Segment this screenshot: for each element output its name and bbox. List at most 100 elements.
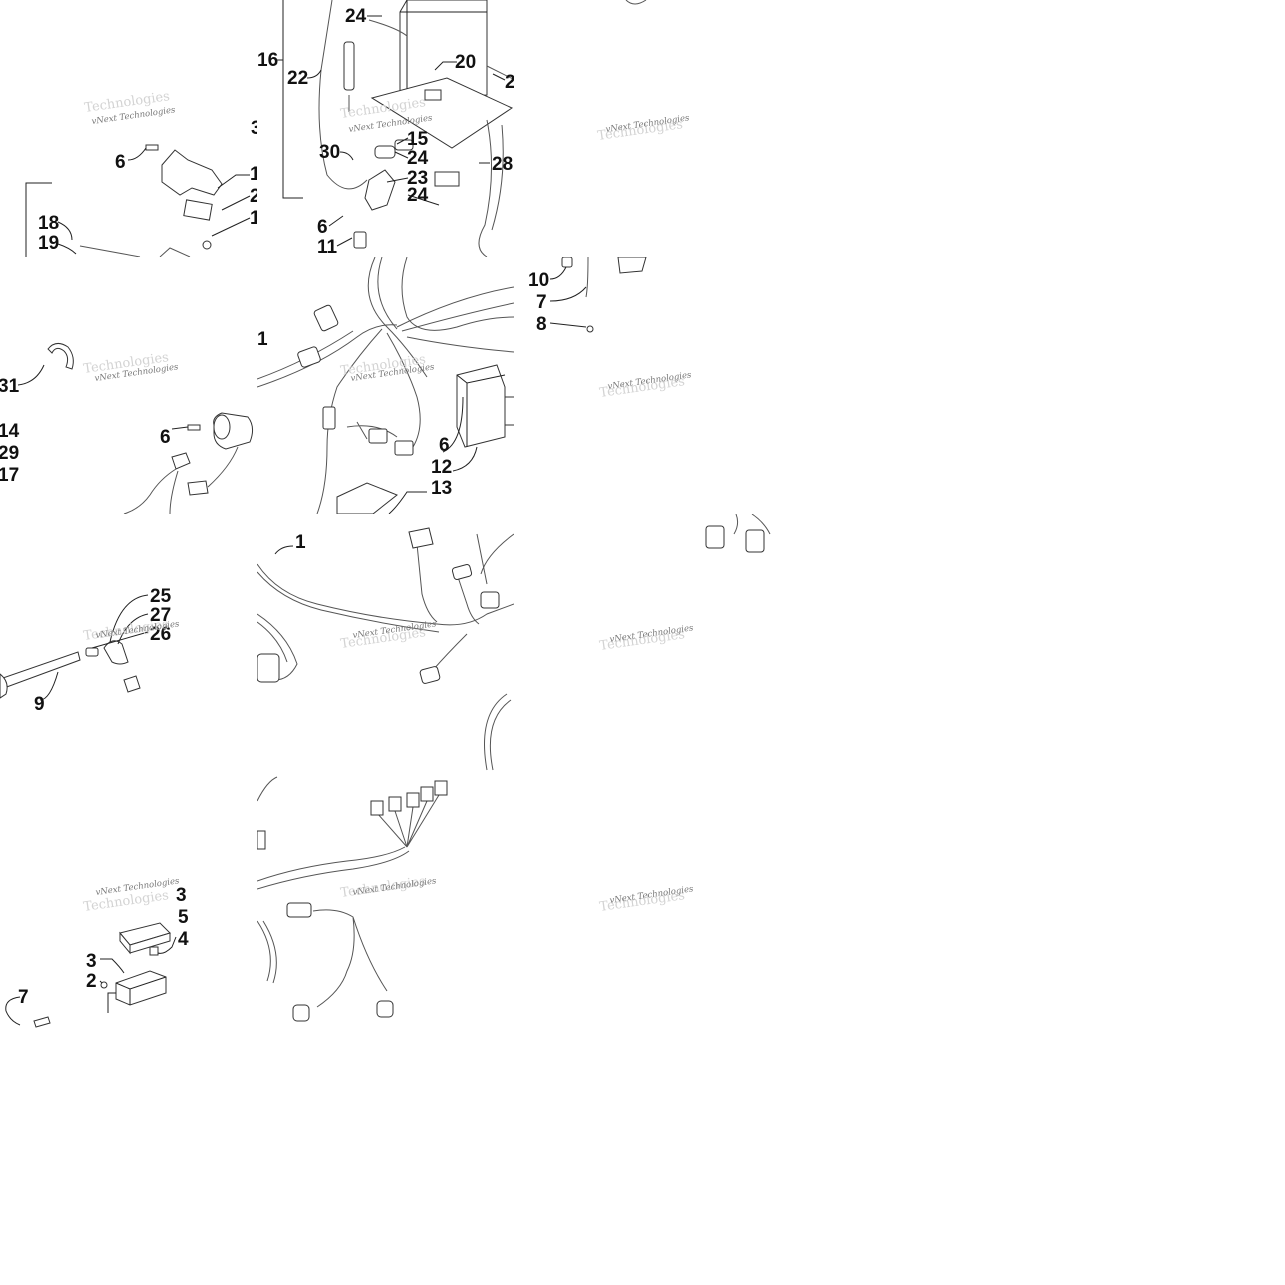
callout-label: 3 [251,118,257,139]
callout-label: 17 [0,465,19,486]
callout-label: 3 [86,951,97,972]
leader-line [549,286,587,302]
connector-part [705,525,725,549]
leader-line [306,69,322,79]
bracket-part [107,992,116,1013]
leader-line [549,322,587,328]
callout-label: 1 [295,532,306,553]
diagram-tile-r2c1[interactable]: 1 Technologies vNext Technologies [257,514,514,771]
diagram-tile-r2c2[interactable]: Technologies vNext Technologies [514,514,771,771]
connector-part [257,653,280,683]
leader-line [221,195,251,211]
leader-line [434,61,457,71]
leader-line [171,426,189,430]
callout-label: 29 [0,443,19,464]
diagram-tile-r3c2[interactable]: Technologies vNext Technologies [514,771,771,1028]
leader-line [442,396,464,453]
callout-label: 8 [536,314,547,335]
leader-line [127,147,147,161]
callout-label: 26 [150,624,171,645]
tile-r2c2-drawing: Technologies vNext Technologies [598,514,771,654]
callout-label: 14 [0,421,20,442]
callout-label: 31 [0,376,20,397]
leader-line [57,221,73,241]
terminal-part [370,800,384,816]
leader-line [386,137,440,206]
leader-line [39,671,59,701]
tile-r1c1-drawing: 1 6 12 13 Technologies vNext Technologie… [257,257,514,514]
harness-loop [257,920,277,984]
pad-part [183,199,213,221]
tile-r0c2-drawing: Technologies vNext Technologies [596,0,691,144]
main-harness [257,563,514,633]
battery-tray-part [370,77,514,149]
diagram-tile-r0c2[interactable]: Technologies vNext Technologies [514,0,771,257]
diagram-tile-r1c1[interactable]: 1 6 12 13 Technologies vNext Technologie… [257,257,514,514]
callout-label: 30 [319,142,340,163]
terminal-part [388,796,402,812]
fastener-part [561,257,573,268]
clamp-part [85,647,99,657]
callout-label: 23 [407,168,428,189]
diagram-tile-r0c0[interactable]: Technologies vNext Technologies 6 1 2 1 … [0,0,257,257]
solenoid-part [364,169,396,211]
callout-label: 2 [86,971,97,992]
branch-harness [416,533,488,625]
diagram-tile-r1c0[interactable]: 31 14 29 17 6 Technologies vNext Technol… [0,257,257,514]
callout-label: 6 [160,427,171,448]
tile-r1c0-drawing: 31 14 29 17 6 Technologies vNext Technol… [0,343,254,514]
callout-label: 12 [431,457,452,478]
tile-r3c1-drawing: Technologies vNext Technologies [257,776,448,1022]
elbow-part [103,640,129,665]
harness-wire [733,514,771,535]
tile-r3c0-drawing: 3 5 4 3 2 7 Technologies vNext Technolog… [5,876,189,1028]
battery-cable [318,0,368,190]
cap-part [123,675,141,693]
diagram-tile-r3c1[interactable]: Technologies vNext Technologies [257,771,514,1028]
tile-r0c0-drawing: Technologies vNext Technologies 6 1 2 1 … [25,89,257,257]
screw-part [100,981,108,989]
leader-line [328,215,353,247]
leader-line [17,364,45,386]
connector-part [451,564,473,580]
callout-label: 4 [178,929,189,950]
callout-label: 6 [317,217,328,238]
diagram-tile-r2c0[interactable]: 25 27 26 9 Technologies vNext Technologi… [0,514,257,771]
callout-label: 24 [345,6,367,27]
callout-label: 6 [439,435,450,456]
harness-wire [625,0,647,5]
callout-label: 13 [431,478,452,499]
callout-label: 24 [407,148,429,169]
tile-r2c1-drawing: 1 Technologies vNext Technologies [257,527,514,771]
connector-part [617,257,647,274]
leader-line [100,958,125,974]
leader-line [492,73,506,81]
connector-part [408,527,434,549]
connector-part [286,902,312,918]
diagram-tile-r3c0[interactable]: 3 5 4 3 2 7 Technologies vNext Technolog… [0,771,257,1028]
connector-part [313,304,339,332]
callout-label: 1 [250,164,257,185]
diagram-tile-r1c2[interactable]: 10 7 8 Technologies vNext Technologies [514,257,771,514]
connector-part [376,1000,394,1018]
fanout-wires [376,794,440,848]
fuse-part [149,946,159,956]
branch-harness [480,533,514,575]
callout-label: 19 [38,233,59,254]
connector-part [480,591,500,609]
ignition-wire [123,446,239,514]
callout-label: 28 [492,154,513,175]
connector-part [368,428,388,444]
tube-part [0,651,81,689]
branch-harness [312,909,388,1008]
diagram-tile-r0c1[interactable]: 24 16 22 20 2 30 15 24 23 24 28 6 11 Tec… [257,0,514,257]
leader-line [388,491,427,514]
connector-part [353,231,367,249]
callout-label: 9 [34,694,45,715]
tile-r0c1-drawing: 24 16 22 20 2 30 15 24 23 24 28 6 11 Tec… [257,0,514,257]
connector-part [292,1004,310,1022]
main-harness [257,846,410,890]
tile-r1c2-drawing: 10 7 8 Technologies vNext Technologies [528,257,693,401]
module-edge [456,374,506,447]
